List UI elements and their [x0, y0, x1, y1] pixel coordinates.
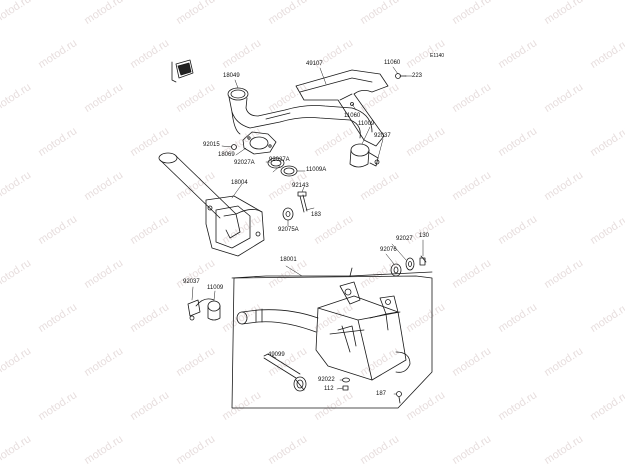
label-18049[interactable]: 18049 — [223, 73, 240, 79]
washer-92027 — [405, 257, 415, 271]
label-92076[interactable]: 92076 — [380, 247, 397, 253]
label-183[interactable]: 183 — [311, 212, 322, 218]
label-92027[interactable]: 92027 — [396, 236, 413, 242]
lower-clamp — [187, 298, 221, 321]
label-92027a-right[interactable]: 92027A — [269, 157, 290, 163]
gasket-11009a — [280, 165, 298, 177]
label-187[interactable]: 187 — [376, 391, 387, 397]
bolt-92143 — [297, 191, 308, 213]
label-49099[interactable]: 49099 — [268, 352, 285, 358]
front-direction-icon — [171, 59, 194, 83]
label-49107[interactable]: 49107 — [306, 61, 323, 67]
label-92037-lower[interactable]: 92037 — [183, 279, 200, 285]
label-11060-top[interactable]: 11060 — [384, 60, 401, 66]
label-18069[interactable]: 18069 — [218, 152, 235, 158]
muffler-inlet-pipe — [236, 308, 319, 333]
label-92027a-left[interactable]: 92027A — [234, 160, 255, 166]
label-112[interactable]: 112 — [324, 386, 334, 392]
label-92022[interactable]: 92022 — [318, 377, 335, 383]
screw-223 — [395, 73, 407, 79]
diagram-code: E1140 — [430, 53, 445, 59]
label-92037-upper[interactable]: 92037 — [374, 133, 391, 139]
label-11009-upper[interactable]: 11009 — [358, 121, 375, 127]
damper-92076 — [390, 263, 402, 277]
label-223[interactable]: 223 — [412, 73, 423, 79]
label-11009a[interactable]: 11009A — [306, 167, 327, 173]
heat-guard — [295, 69, 389, 147]
bolt-130 — [419, 255, 427, 266]
washer-92022 — [342, 377, 350, 383]
gasket-92027a — [267, 157, 285, 169]
label-92015[interactable]: 92015 — [203, 142, 220, 148]
label-130[interactable]: 130 — [419, 233, 430, 239]
muffler-18001 — [315, 281, 411, 381]
flange-18069 — [242, 131, 277, 155]
bolt-112 — [342, 385, 349, 391]
rear-exhaust-pipe — [158, 152, 265, 257]
leader-lines — [191, 66, 424, 395]
label-92143[interactable]: 92143 — [292, 183, 309, 189]
label-18004[interactable]: 18004 — [231, 180, 248, 186]
front-exhaust-pipe — [227, 87, 373, 139]
label-11009-lower[interactable]: 11009 — [207, 285, 224, 291]
upper-clamp — [349, 143, 380, 168]
muffler-assembly-frame — [231, 275, 433, 409]
label-92075a[interactable]: 92075A — [278, 227, 299, 233]
label-11060-mid[interactable]: 11060 — [344, 113, 361, 119]
spark-arrester-49099 — [263, 353, 307, 392]
label-18001[interactable]: 18001 — [280, 257, 297, 263]
bolt-187 — [396, 391, 402, 404]
damper-92075a — [282, 207, 294, 221]
